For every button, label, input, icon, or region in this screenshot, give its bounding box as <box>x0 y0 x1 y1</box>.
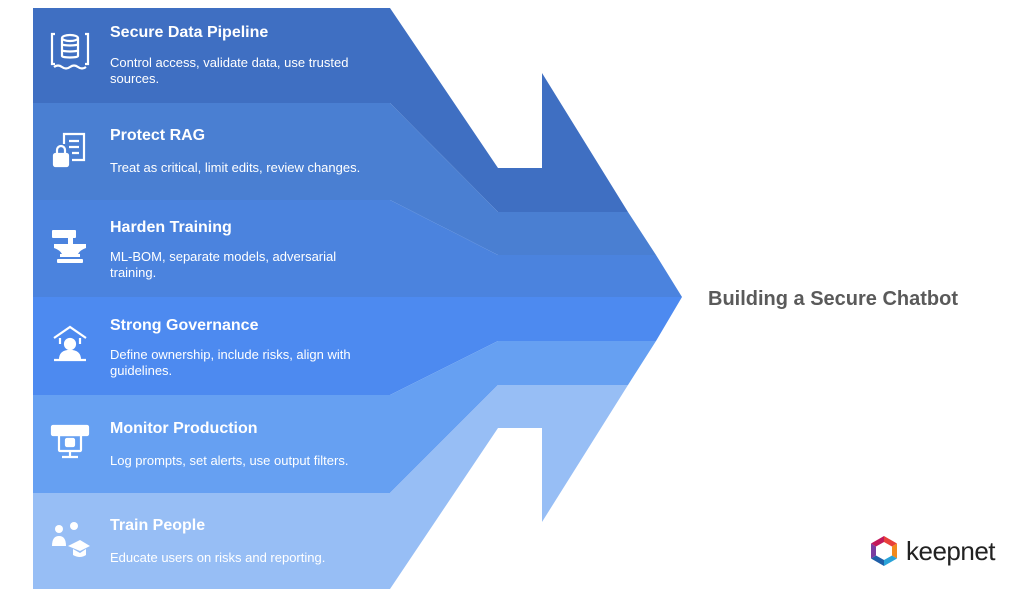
people-graduation-icon <box>50 520 90 560</box>
item-title: Strong Governance <box>110 317 259 334</box>
item-title: Secure Data Pipeline <box>110 24 269 41</box>
band-train-people <box>33 385 628 589</box>
keepnet-hexagon-logo-icon <box>871 536 897 566</box>
document-lock-icon <box>50 130 90 170</box>
band-strong-governance <box>33 297 682 395</box>
goal-title: Building a Secure Chatbot <box>708 288 959 310</box>
band-monitor-production <box>33 341 656 493</box>
item-title: Harden Training <box>110 219 232 236</box>
item-description: Define ownership, include risks, align w… <box>110 347 351 378</box>
item-description: Educate users on risks and reporting. <box>110 550 326 565</box>
brand-name: keepnet <box>906 535 996 566</box>
band-protect-rag <box>33 103 656 255</box>
item-description: Control access, validate data, use trust… <box>110 55 349 86</box>
band-secure-data-pipeline <box>33 8 628 212</box>
anvil-hammer-icon <box>50 226 90 266</box>
item-title: Monitor Production <box>110 420 258 437</box>
database-icon <box>50 30 90 70</box>
item-title: Train People <box>110 517 206 534</box>
item-description: Treat as critical, limit edits, review c… <box>110 160 361 175</box>
item-description: ML-BOM, separate models, adversarial tra… <box>110 249 337 280</box>
item-title: Protect RAG <box>110 127 206 144</box>
monitor-icon <box>50 423 90 463</box>
band-harden-training <box>33 200 682 297</box>
brand-logo: keepnet <box>866 533 996 569</box>
item-description: Log prompts, set alerts, use output filt… <box>110 453 349 468</box>
governance-person-icon <box>50 324 90 364</box>
